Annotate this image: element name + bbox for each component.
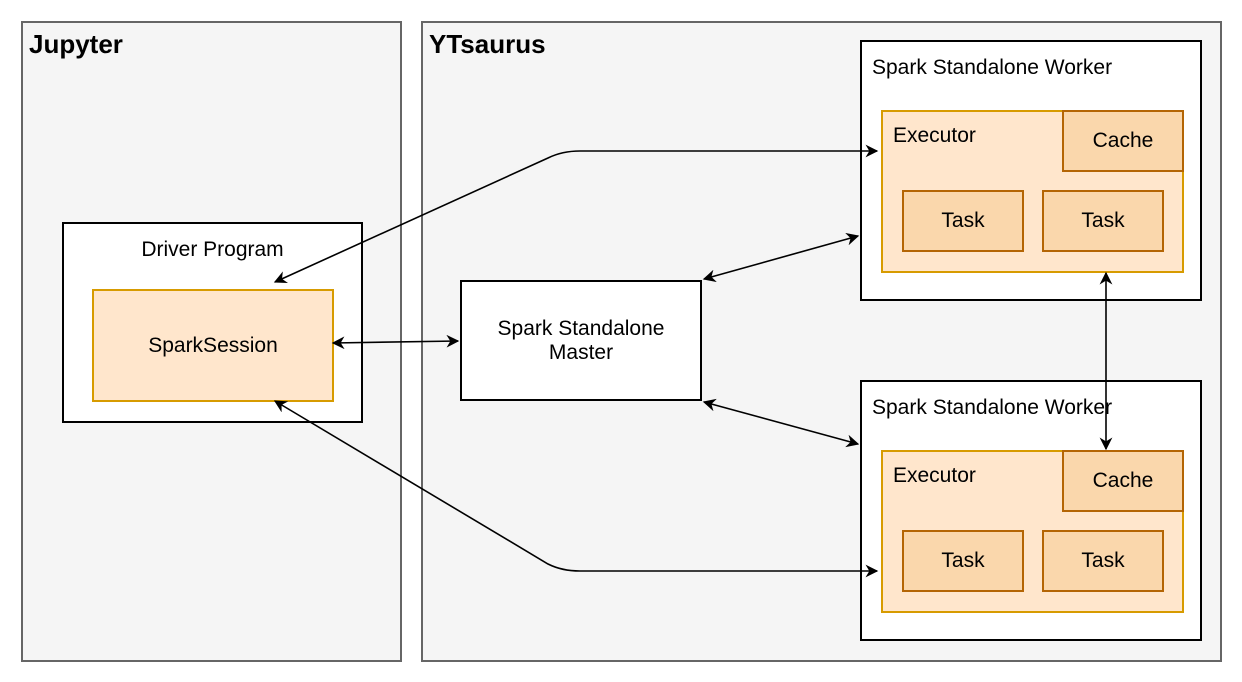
ytsaurus-region-title: YTsaurus: [429, 29, 546, 59]
task-label: Task: [941, 549, 985, 572]
task-label: Task: [1081, 549, 1125, 572]
task-label: Task: [941, 209, 985, 232]
executor-box: Executor Cache Task Task: [881, 450, 1184, 613]
spark-worker-title: Spark Standalone Worker: [872, 396, 1113, 419]
executor-box: Executor Cache Task Task: [881, 110, 1184, 273]
spark-worker-title: Spark Standalone Worker: [872, 56, 1113, 79]
spark-worker-box: Spark Standalone Worker Executor Cache T…: [860, 380, 1202, 641]
driver-program-box: Driver Program SparkSession: [62, 222, 363, 423]
task-box: Task: [1042, 190, 1164, 252]
executor-label: Executor: [893, 464, 976, 487]
spark-session-label: SparkSession: [148, 333, 278, 357]
spark-worker-box: Spark Standalone Worker Executor Cache T…: [860, 40, 1202, 301]
spark-master-box: Spark Standalone Master: [460, 280, 702, 401]
task-box: Task: [1042, 530, 1164, 592]
jupyter-region: Jupyter Driver Program SparkSession: [21, 21, 402, 662]
cache-label: Cache: [1092, 469, 1154, 492]
executor-label: Executor: [893, 124, 976, 147]
spark-master-label-line1: Spark Standalone: [497, 316, 665, 340]
task-label: Task: [1081, 209, 1125, 232]
task-box: Task: [902, 530, 1024, 592]
driver-program-title: Driver Program: [141, 238, 284, 261]
task-box: Task: [902, 190, 1024, 252]
cache-label: Cache: [1092, 129, 1154, 152]
cache-box: Cache: [1062, 110, 1184, 172]
spark-session-box: SparkSession: [92, 289, 334, 402]
spark-master-label-line2: Master: [548, 340, 614, 364]
cache-box: Cache: [1062, 450, 1184, 512]
jupyter-region-title: Jupyter: [29, 29, 123, 59]
